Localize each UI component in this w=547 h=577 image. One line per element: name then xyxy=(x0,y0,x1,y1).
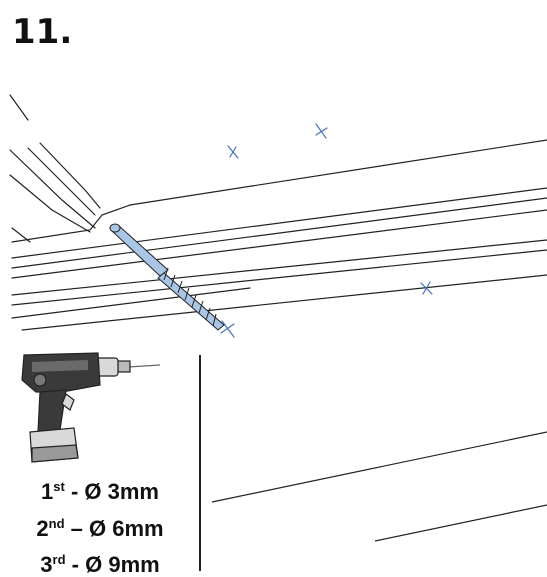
wall-lines xyxy=(211,431,547,542)
cordless-drill-icon xyxy=(21,352,161,463)
ordinal-number: 2 xyxy=(36,516,49,541)
ordinal-suffix: rd xyxy=(52,552,66,567)
cross-mark-icon xyxy=(227,145,239,159)
ordinal-number: 3 xyxy=(40,552,53,577)
separator: – xyxy=(64,516,89,541)
cross-mark-icon xyxy=(315,123,328,139)
cross-marks xyxy=(220,123,433,338)
roof-panel-lines xyxy=(9,94,547,331)
drill-diameter: Ø 3mm xyxy=(84,479,159,504)
drill-size-1: 1st - Ø 3mm xyxy=(0,480,200,504)
cross-mark-icon xyxy=(220,320,235,338)
separator: - xyxy=(64,479,85,504)
ordinal-suffix: st xyxy=(53,479,65,494)
cross-mark-icon xyxy=(420,281,433,295)
step-number: 11. xyxy=(12,12,73,52)
drill-diameter: Ø 9mm xyxy=(85,552,160,577)
drill-size-3: 3rd - Ø 9mm xyxy=(0,553,200,577)
ordinal-number: 1 xyxy=(41,479,54,504)
drill-bit-icon xyxy=(109,223,225,331)
drill-diameter: Ø 6mm xyxy=(89,516,164,541)
separator: - xyxy=(65,552,86,577)
ordinal-suffix: nd xyxy=(48,516,65,531)
drill-size-2: 2nd – Ø 6mm xyxy=(0,517,200,541)
